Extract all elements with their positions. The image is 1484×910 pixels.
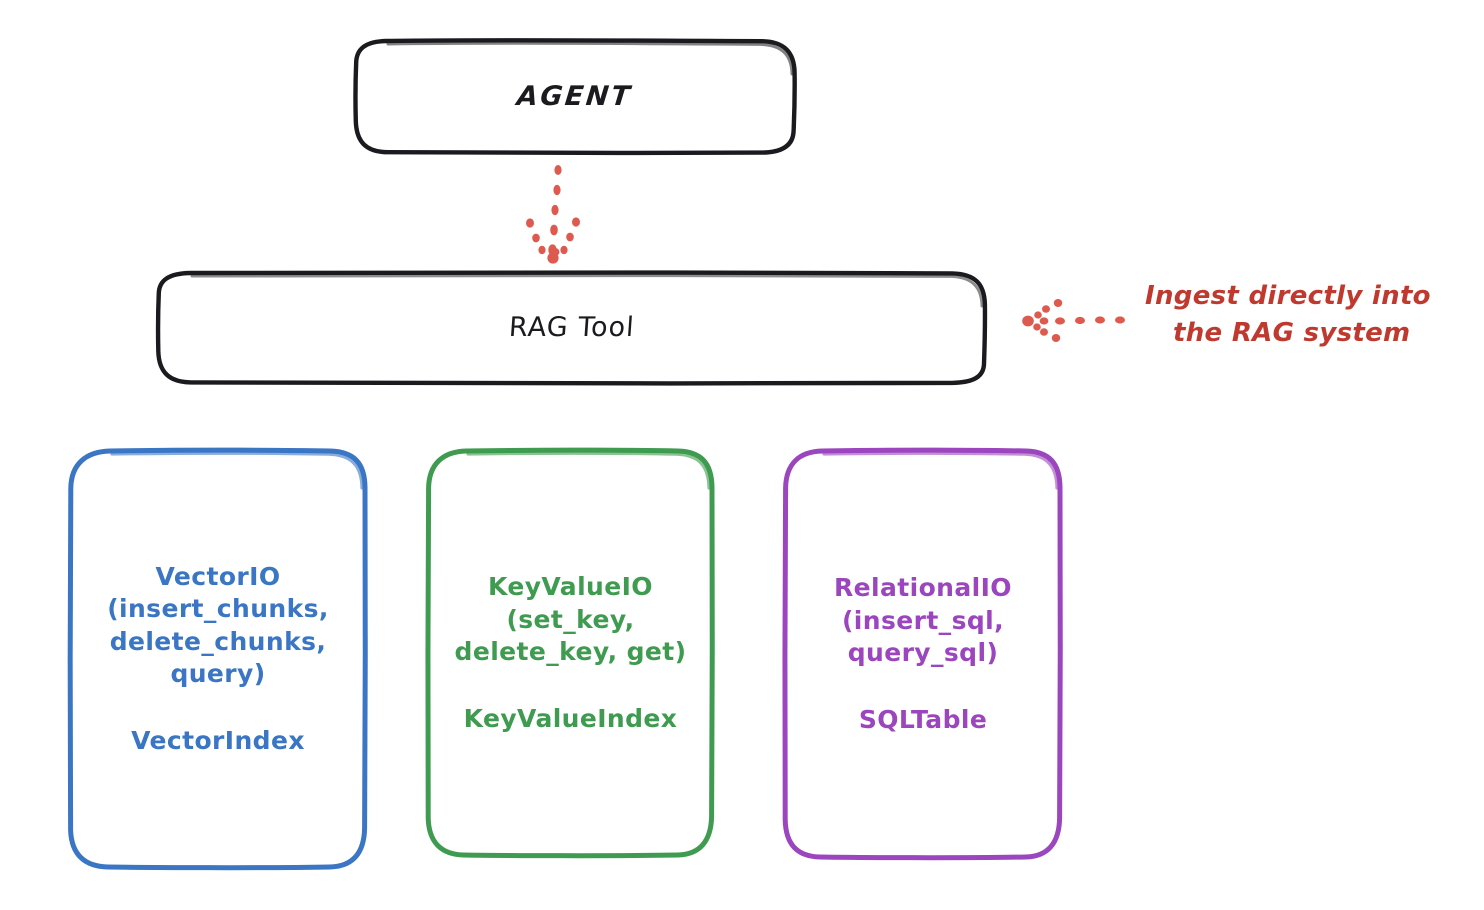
node-key-value-io[interactable]: KeyValueIO (set_key, delete_key, get) Ke… bbox=[428, 450, 713, 856]
node-relational-io-subtitle: SQLTable bbox=[858, 704, 988, 734]
node-relational-io-title: RelationalIO (insert_sql, query_sql) bbox=[834, 573, 1012, 667]
relational-io-card-outline bbox=[782, 447, 1063, 861]
node-key-value-io-subtitle: KeyValueIndex bbox=[463, 703, 678, 733]
node-agent-label: AGENT bbox=[515, 81, 635, 112]
annotation-to-rag-arrow bbox=[1022, 299, 1125, 342]
ingest-annotation-line-2: the RAG system bbox=[1173, 317, 1411, 348]
node-vector-io-title: VectorIO (insert_chunks, delete_chunks, … bbox=[107, 561, 329, 689]
node-vector-io-subtitle: VectorIndex bbox=[131, 725, 305, 755]
ingest-annotation: Ingest directly into the RAG system bbox=[1145, 278, 1475, 352]
node-agent[interactable]: AGENT bbox=[355, 40, 795, 153]
node-key-value-io-title: KeyValueIO (set_key, delete_key, get) bbox=[454, 572, 687, 666]
node-rag-tool[interactable]: RAG Tool bbox=[158, 272, 985, 383]
node-vector-io[interactable]: VectorIO (insert_chunks, delete_chunks, … bbox=[70, 450, 366, 868]
node-relational-io[interactable]: RelationalIO (insert_sql, query_sql) SQL… bbox=[785, 450, 1061, 858]
key-value-io-card-outline bbox=[425, 447, 715, 859]
rag-tool-box-outline bbox=[155, 270, 988, 386]
agent-box-outline bbox=[353, 38, 797, 156]
agent-to-rag-arrow bbox=[526, 165, 580, 264]
vector-io-card-outline bbox=[67, 447, 368, 871]
node-rag-tool-label: RAG Tool bbox=[507, 312, 636, 343]
ingest-annotation-line-1: Ingest directly into bbox=[1145, 281, 1431, 311]
